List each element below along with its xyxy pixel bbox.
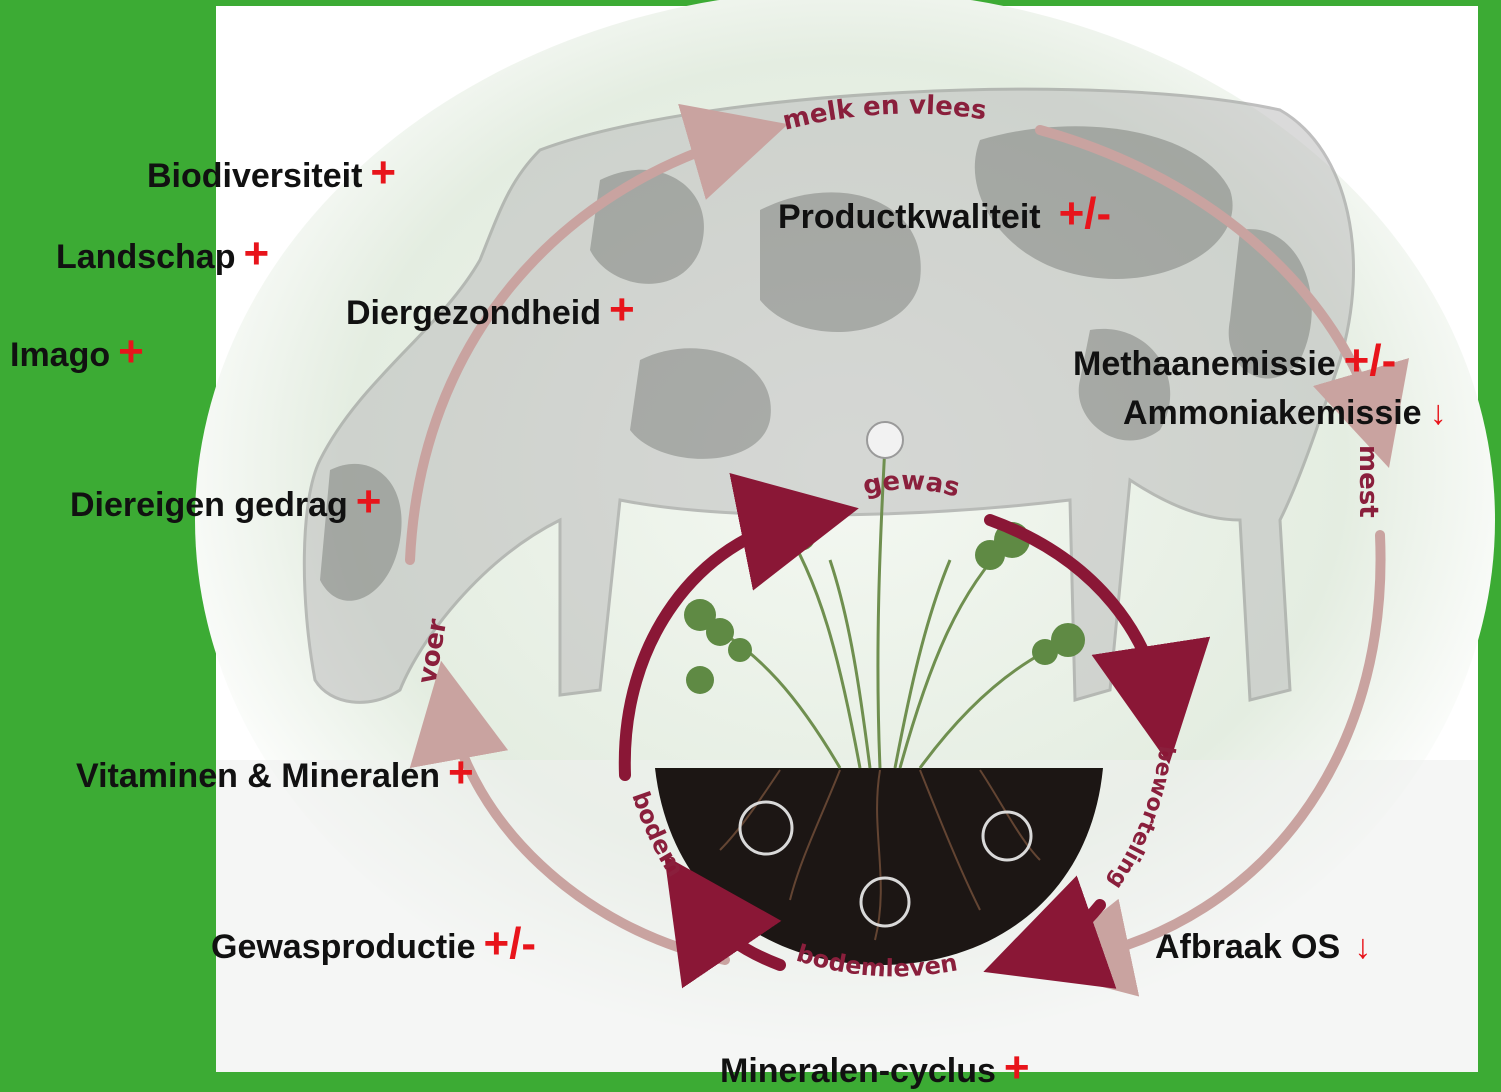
effect-sign: +/- [1344, 336, 1397, 385]
effect-sign: + [356, 477, 382, 526]
effect-sign: ↓ [1354, 928, 1371, 966]
effect-sign: + [243, 229, 269, 278]
effect-label: Ammoniakemissie [1123, 394, 1422, 432]
cycle-label-mest: mest [1353, 445, 1383, 518]
effect-sign: +/- [484, 919, 537, 968]
effect-label: Methaanemissie [1073, 345, 1336, 383]
effect-diereigen-gedrag: Diereigen gedrag+ [70, 480, 381, 524]
effect-ammoniakemissie: Ammoniakemissie↓ [1123, 396, 1447, 430]
effect-sign: + [448, 748, 474, 797]
effect-mineralen-cyclus: Mineralen-cyclus+ [720, 1046, 1030, 1090]
effect-sign: + [118, 327, 144, 376]
effect-sign: +/- [1059, 189, 1112, 238]
effect-label: Vitaminen & Mineralen [76, 757, 440, 795]
effect-landschap: Landschap+ [56, 232, 269, 276]
effect-label: Landschap [56, 238, 235, 276]
effect-methaanemissie: Methaanemissie+/- [1073, 339, 1396, 383]
effect-sign: ↓ [1430, 394, 1447, 432]
effect-label: Mineralen-cyclus [720, 1052, 996, 1090]
effect-label: Biodiversiteit [147, 157, 362, 195]
effect-label: Afbraak OS [1155, 928, 1340, 966]
effect-label: Gewasproductie [211, 928, 476, 966]
effect-label: Diereigen gedrag [70, 486, 348, 524]
effect-vitaminen-mineralen: Vitaminen & Mineralen+ [76, 751, 474, 795]
dandelion-seedhead [867, 422, 903, 458]
effect-gewasproductie: Gewasproductie+/- [211, 922, 536, 966]
effect-diergezondheid: Diergezondheid+ [346, 288, 635, 332]
effect-label: Imago [10, 336, 110, 374]
effect-label: Productkwaliteit [778, 198, 1041, 236]
effect-label: Diergezondheid [346, 294, 601, 332]
effect-productkwaliteit: Productkwaliteit +/- [778, 192, 1111, 236]
effect-biodiversiteit: Biodiversiteit+ [147, 151, 396, 195]
effect-sign: + [1004, 1043, 1030, 1092]
effect-afbraak-os: Afbraak OS ↓ [1155, 930, 1371, 964]
effect-sign: + [609, 285, 635, 334]
effect-imago: Imago+ [10, 330, 144, 374]
effect-sign: + [370, 148, 396, 197]
